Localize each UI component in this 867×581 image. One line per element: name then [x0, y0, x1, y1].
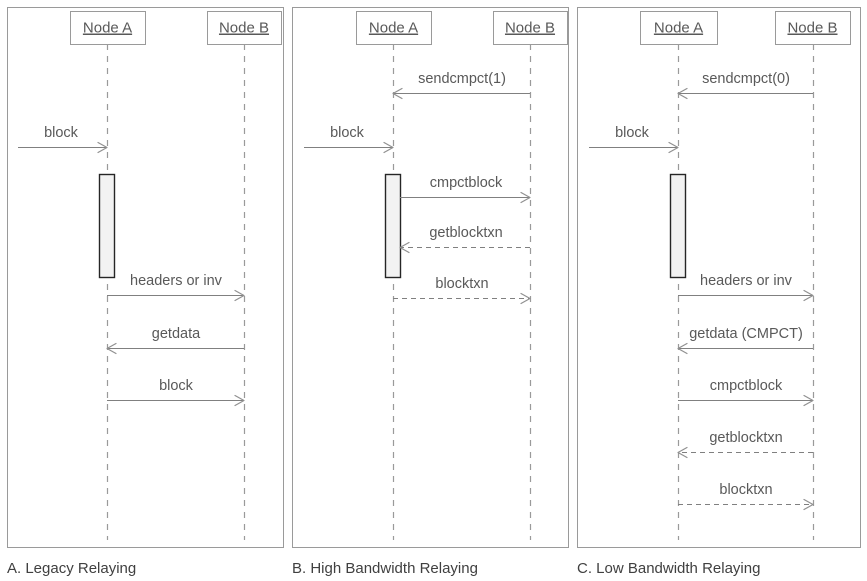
c-msg-1-arrowhead-icon [677, 87, 688, 100]
a-msg-2-arrowhead-icon [234, 289, 245, 302]
panel-c-message-c-msg-5[interactable]: cmpctblock [678, 378, 814, 407]
c-msg-7-arrowhead-icon [803, 498, 814, 511]
panel-b-activation-0 [384, 173, 402, 279]
panel-c-message-c-msg-1[interactable]: sendcmpct(0) [677, 71, 813, 100]
panel-c-message-c-msg-3[interactable]: headers or inv [678, 273, 814, 302]
c-msg-1-label: sendcmpct(0) [702, 71, 790, 87]
b-msg-3-arrowhead-icon [520, 191, 531, 204]
panel-c-message-c-msg-4[interactable]: getdata (CMPCT) [677, 326, 813, 355]
c-msg-3-arrowhead-icon [803, 289, 814, 302]
panel-c-message-c-msg-6[interactable]: getblocktxn [677, 430, 813, 459]
panel-c-node-b-box[interactable] [775, 11, 851, 45]
b-msg-2-arrowhead-icon [383, 141, 394, 154]
c-msg-2-arrowhead-icon [668, 141, 679, 154]
c-msg-6-arrowhead-icon [677, 446, 688, 459]
panel-a-frame [7, 7, 284, 548]
panel-b-message-b-msg-3[interactable]: cmpctblock [400, 175, 531, 204]
b-msg-2-label: block [330, 125, 365, 141]
panel-c-caption: C. Low Bandwidth Relaying [577, 560, 760, 577]
panel-panel-a: Node A Node B block headers or inv getdata bl… [7, 7, 284, 577]
b-msg-4-arrowhead-icon [399, 241, 410, 254]
panel-b-node-a-label: Node A [369, 20, 418, 37]
panel-a-message-a-msg-2[interactable]: headers or inv [107, 273, 245, 302]
b-msg-5-label: blocktxn [435, 276, 488, 292]
panel-b-node-b-label: Node B [505, 20, 555, 37]
b-msg-1-label: sendcmpct(1) [418, 71, 506, 87]
panel-a-message-a-msg-4[interactable]: block [107, 378, 245, 407]
panel-a-message-a-msg-3[interactable]: getdata [106, 326, 244, 355]
panel-b-message-b-msg-2[interactable]: block [304, 125, 394, 154]
panel-a-node-b-box[interactable] [207, 11, 282, 45]
c-msg-4-label: getdata (CMPCT) [689, 326, 803, 342]
panel-b-caption: B. High Bandwidth Relaying [292, 560, 478, 577]
c-msg-3-label: headers or inv [700, 273, 793, 289]
c-msg-7-label: blocktxn [719, 482, 772, 498]
panel-a-node-a-box[interactable] [70, 11, 146, 45]
a-msg-3-label: getdata [152, 326, 201, 342]
a-msg-4-arrowhead-icon [234, 394, 245, 407]
panel-c-node-a-label: Node A [654, 20, 703, 37]
panel-c-node-b-label: Node B [787, 20, 837, 37]
panel-c-message-c-msg-7[interactable]: blocktxn [678, 482, 814, 511]
b-msg-5-arrowhead-icon [520, 292, 531, 305]
panel-a-node-a-label: Node A [83, 20, 132, 37]
panel-c-node-a-box[interactable] [640, 11, 718, 45]
b-msg-4-label: getblocktxn [429, 225, 502, 241]
panel-c-activation-0 [669, 173, 687, 279]
panel-panel-c: Node A Node B sendcmpct(0) block headers or … [577, 7, 861, 577]
a-msg-1-arrowhead-icon [97, 141, 108, 154]
panel-a-caption: A. Legacy Relaying [7, 560, 136, 577]
a-msg-1-label: block [44, 125, 79, 141]
panel-c-message-c-msg-2[interactable]: block [589, 125, 679, 154]
panel-a-message-a-msg-1[interactable]: block [18, 125, 108, 154]
c-msg-2-label: block [615, 125, 650, 141]
panel-b-frame [292, 7, 569, 548]
b-msg-1-arrowhead-icon [392, 87, 403, 100]
panel-b-message-b-msg-5[interactable]: blocktxn [393, 276, 531, 305]
c-msg-4-arrowhead-icon [677, 342, 688, 355]
a-msg-3-arrowhead-icon [106, 342, 117, 355]
c-msg-5-label: cmpctblock [710, 378, 783, 394]
panel-a-node-b-label: Node B [219, 20, 269, 37]
a-msg-4-label: block [159, 378, 194, 394]
c-msg-6-label: getblocktxn [709, 430, 782, 446]
panel-b-message-b-msg-4[interactable]: getblocktxn [399, 225, 530, 254]
panel-b-node-b-box[interactable] [493, 11, 568, 45]
c-msg-5-arrowhead-icon [803, 394, 814, 407]
panel-panel-b: Node A Node B sendcmpct(1) block cmpctblock g… [292, 7, 569, 577]
a-msg-2-label: headers or inv [130, 273, 223, 289]
b-msg-3-label: cmpctblock [430, 175, 503, 191]
panel-b-message-b-msg-1[interactable]: sendcmpct(1) [392, 71, 530, 100]
panel-a-activation-0 [98, 173, 116, 279]
panel-b-node-a-box[interactable] [356, 11, 432, 45]
